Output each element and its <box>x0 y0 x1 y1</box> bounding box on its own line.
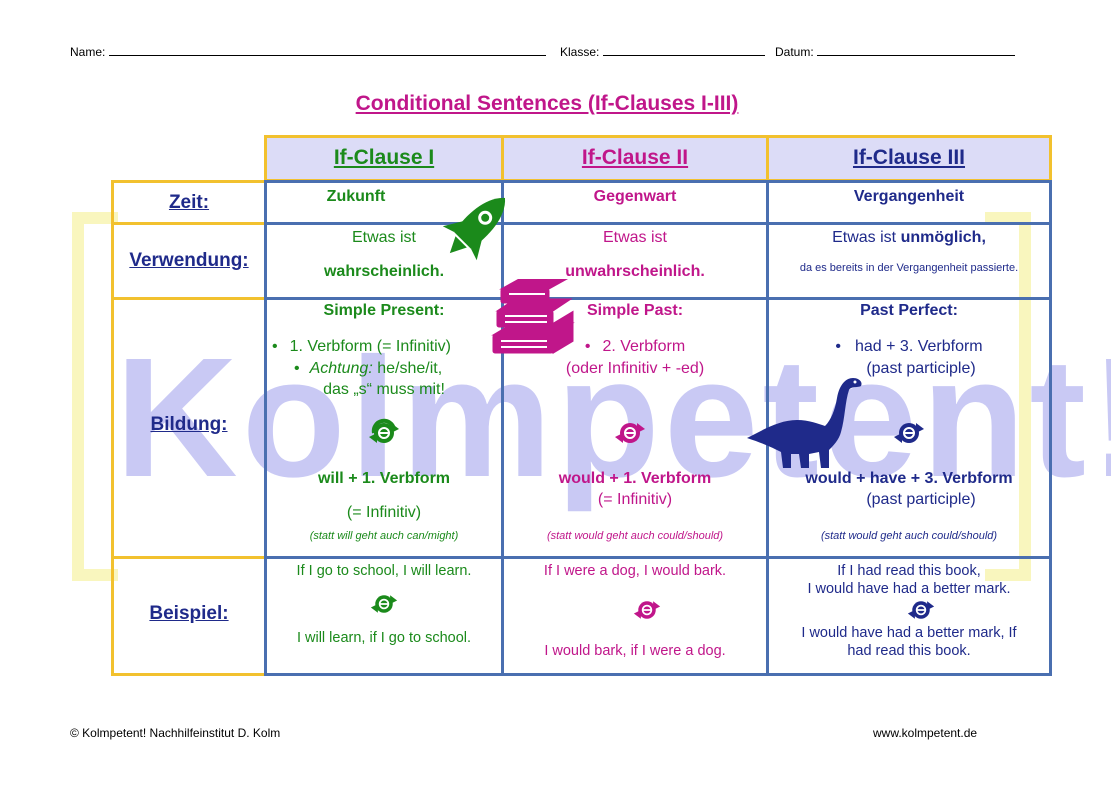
swap-arrows-icon <box>370 595 398 613</box>
header-cell-if2: If-Clause II <box>501 135 769 182</box>
books-icon <box>491 279 575 355</box>
column-header-if3: If-Clause III <box>852 146 966 169</box>
bildung-if1-achtung: Achtung: <box>309 360 373 377</box>
bildung-if1-main: will + 1. Verbform <box>317 470 451 487</box>
beispiel-if3-b1: I would have had a better mark, If <box>801 625 1017 641</box>
cell-beispiel-if3 <box>766 556 1052 676</box>
verwendung-if3-line2: da es bereits in der Vergangenheit passi… <box>799 262 1019 274</box>
swap-arrows-icon <box>907 601 935 619</box>
beispiel-if3-a2: I would have had a better mark. <box>807 581 1011 597</box>
class-field: Klasse: <box>560 44 765 59</box>
verwendung-if3-line1: Etwas ist unmöglich, <box>768 229 1050 247</box>
beispiel-if2-a: If I were a dog, I would bark. <box>543 563 727 579</box>
bildung-if2-heading: Simple Past: <box>586 302 684 319</box>
verwendung-if3-emphasis: unmöglich, <box>900 229 986 246</box>
beispiel-if2-b: I would bark, if I were a dog. <box>544 643 726 659</box>
bildung-if1-bullet1: • 1. Verbform (= Infinitiv) <box>272 338 498 356</box>
bildung-if3-sub: (past participle) <box>866 491 976 508</box>
footer-copyright: © Kolmpetent! Nachhilfeinstitut D. Kolm <box>70 726 281 740</box>
swap-arrows-icon <box>633 601 661 619</box>
class-label: Klasse: <box>560 45 600 59</box>
swap-arrows-icon <box>369 418 399 443</box>
watermark-bracket-right <box>985 212 1031 581</box>
row-header-beispiel: Beispiel: <box>149 603 229 624</box>
header-cell-if1: If-Clause I <box>264 135 504 182</box>
watermark-bracket-left <box>72 212 118 581</box>
bullet-dot: • <box>835 338 841 355</box>
bildung-if1-sub: (= Infinitiv) <box>346 504 422 521</box>
footer-website[interactable]: www.kolmpetent.de <box>873 726 978 740</box>
class-line <box>602 44 765 56</box>
bildung-if3-heading: Past Perfect: <box>860 302 958 319</box>
bildung-if1-note: (statt will geht auch can/might) <box>309 530 459 542</box>
row-header-cell-beispiel: Beispiel: <box>111 556 267 676</box>
bullet-dot: • <box>294 360 300 377</box>
document-title: Conditional Sentences (If-Clauses I-III) <box>355 92 739 115</box>
bildung-if1-heading: Simple Present: <box>323 302 445 319</box>
bildung-if2-main: would + 1. Verbform <box>558 470 712 487</box>
bildung-if3-note: (statt would geht auch could/should) <box>820 530 998 542</box>
verwendung-if3-text: Etwas ist <box>832 229 901 246</box>
bildung-if1-bullet2: • Achtung: he/she/it, <box>294 360 494 378</box>
column-header-if1: If-Clause I <box>333 146 435 169</box>
name-label: Name: <box>70 45 106 59</box>
verwendung-if2-line1: Etwas ist <box>602 229 667 246</box>
bildung-if1-bullet1-text: 1. Verbform (= Infinitiv) <box>289 338 451 355</box>
bildung-if2-bullet1: • 2. Verbform <box>503 338 767 356</box>
verwendung-if1-line2: wahrscheinlich. <box>323 263 445 280</box>
name-line <box>108 44 546 56</box>
date-line <box>817 44 1016 56</box>
row-header-bildung: Bildung: <box>150 414 228 435</box>
bullet-dot: • <box>584 338 591 355</box>
bildung-if3-bullet1-text: had + 3. Verbform <box>854 338 983 355</box>
dinosaur-icon <box>747 378 862 468</box>
verwendung-if2-line2: unwahrscheinlich. <box>565 263 705 280</box>
row-header-verwendung: Verwendung: <box>129 250 249 271</box>
beispiel-if1-a: If I go to school, I will learn. <box>296 563 472 579</box>
zeit-if3: Vergangenheit <box>853 188 965 205</box>
column-header-if2: If-Clause II <box>581 146 689 169</box>
zeit-if2: Gegenwart <box>593 188 677 205</box>
bildung-if2-note: (statt would geht auch could/should) <box>546 530 724 542</box>
row-header-cell-verwendung: Verwendung: <box>111 222 267 300</box>
header-cell-if3: If-Clause III <box>766 135 1052 182</box>
bildung-if2-bullet1-cont: (oder Infinitiv + -ed) <box>565 360 705 377</box>
beispiel-if1-b: I will learn, if I go to school. <box>296 630 472 646</box>
bildung-if3-bullet1-cont: (past participle) <box>866 360 976 377</box>
bildung-if3-main: would + have + 3. Verbform <box>805 470 1013 487</box>
swap-arrows-icon <box>615 423 645 443</box>
bildung-if1-bullet2-text: he/she/it, <box>372 360 443 377</box>
bildung-if2-bullet1-text: 2. Verbform <box>602 338 686 355</box>
swap-arrows-icon <box>894 423 924 443</box>
bildung-if2-sub: (= Infinitiv) <box>597 491 673 508</box>
date-label: Datum: <box>775 45 814 59</box>
watermark-text: Kolmpetent! <box>115 323 1111 513</box>
name-field: Name: <box>70 44 546 59</box>
verwendung-if1-line1: Etwas ist <box>351 229 416 246</box>
date-field: Datum: <box>775 44 1016 59</box>
beispiel-if3-a1: If I had read this book, <box>837 563 981 579</box>
beispiel-if3-b2: had read this book. <box>847 643 971 659</box>
bullet-dot: • <box>272 338 278 355</box>
row-header-cell-zeit: Zeit: <box>111 180 267 225</box>
row-header-cell-bildung: Bildung: <box>111 297 267 559</box>
zeit-if1: Zukunft <box>326 188 386 205</box>
bildung-if3-bullet1: • had + 3. Verbform <box>768 338 1050 356</box>
bildung-if1-bullet2-cont: das „s“ muss mit! <box>323 381 445 398</box>
row-header-zeit: Zeit: <box>168 192 210 213</box>
rocket-icon <box>442 198 505 261</box>
